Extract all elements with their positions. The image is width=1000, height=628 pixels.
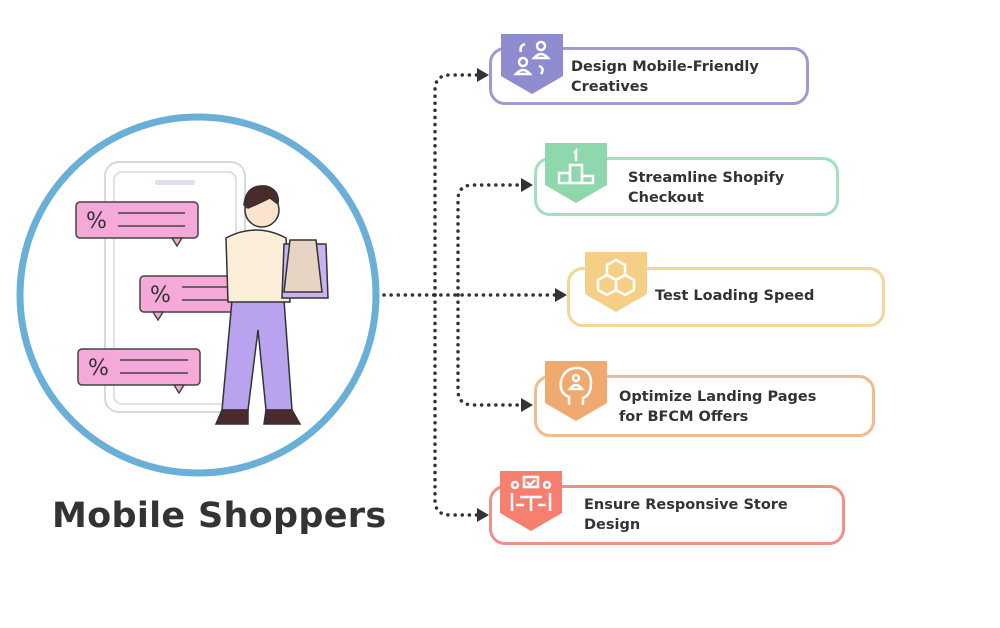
boxes-icon [585,252,647,312]
step-label: Optimize Landing Pages for BFCM Offers [619,387,816,427]
arrowhead-step-3 [555,288,567,302]
step-label-line: Creatives [571,79,649,95]
step-label-line: Test Loading Speed [655,288,815,304]
svg-text:%: % [86,209,107,234]
discount-bubble-icon: % [75,201,199,248]
step-label-line: Checkout [628,190,704,206]
step-label-line: for BFCM Offers [619,409,749,425]
shopper-person-icon [214,185,329,425]
head-person-icon [545,361,607,421]
diagram-title: Mobile Shoppers [52,496,387,536]
step-label-line: Streamline Shopify [628,170,785,186]
connector-step-1 [433,73,480,297]
step-label-line: Optimize Landing Pages [619,389,817,405]
step-label-line: Design Mobile-Friendly [571,59,759,75]
connector-step-5 [433,293,480,517]
mobile-shopper-illustration: % % % [16,113,380,477]
step-label-line: Ensure Responsive Store [584,497,788,513]
connector-step-4 [456,293,524,407]
podium-icon [545,143,607,203]
arrowhead-step-2 [521,178,533,192]
arrowhead-step-5 [477,508,489,522]
step-label: Test Loading Speed [655,286,814,306]
discount-bubble-icon: % [77,348,201,395]
arrowhead-step-1 [477,68,489,82]
svg-text:%: % [150,283,171,308]
step-label-line: Design [584,517,641,533]
svg-text:%: % [88,356,109,381]
team-meeting-icon [500,471,562,531]
connector-step-2 [456,183,524,297]
discount-bubble-icon: % [139,275,241,322]
arrowhead-step-4 [521,398,533,412]
people-exchange-icon [501,34,563,94]
